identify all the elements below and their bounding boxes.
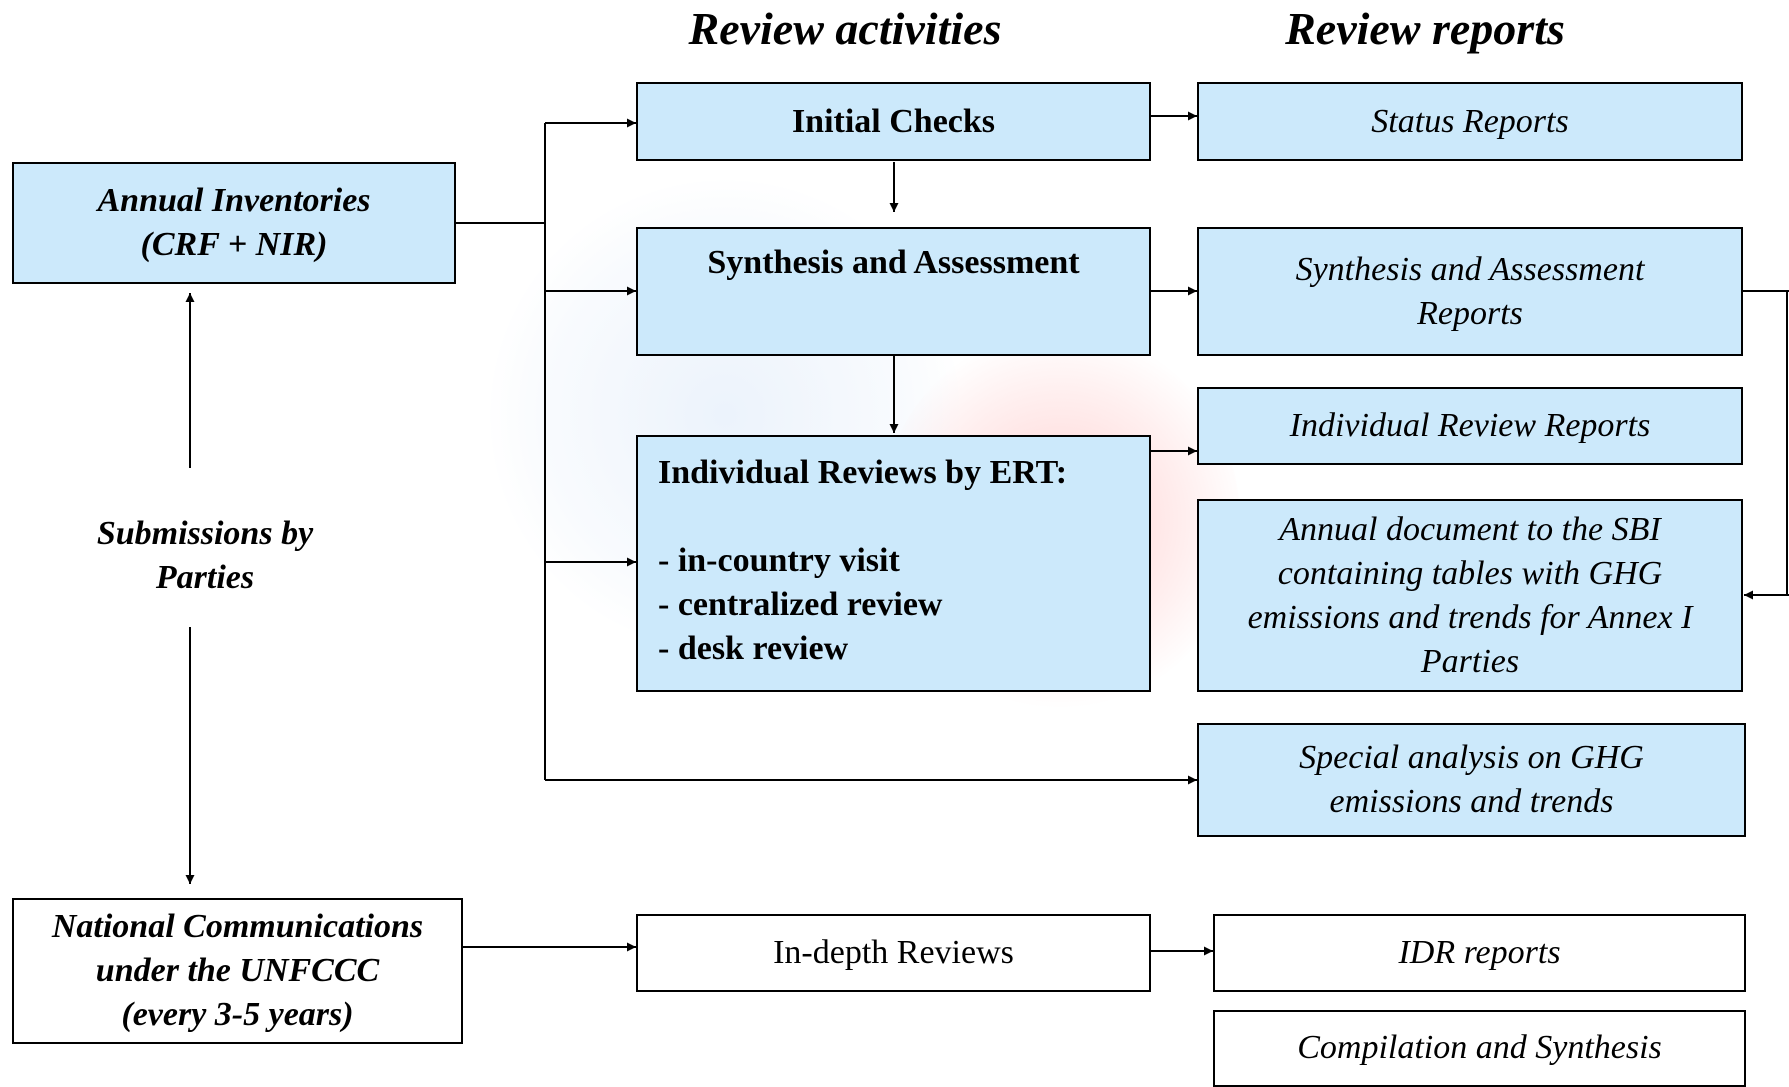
- compilation-synthesis-box: Compilation and Synthesis: [1213, 1010, 1746, 1087]
- synthesis-assessment-label: Synthesis and Assessment: [707, 244, 1080, 281]
- synthesis-reports-box: Synthesis and Assessment Reports: [1197, 227, 1743, 356]
- annual-document-line-3: emissions and trends for Annex I: [1247, 598, 1693, 636]
- annual-inventories-line-2: (CRF + NIR): [140, 226, 328, 263]
- special-analysis-line-1: Special analysis on GHG: [1299, 739, 1644, 776]
- national-communications-line-1: National Communications: [51, 908, 424, 945]
- initial-checks-label: Initial Checks: [791, 102, 996, 140]
- national-communications-line-3: (every 3-5 years): [121, 996, 354, 1033]
- idr-reports-label: IDR reports: [1398, 934, 1561, 971]
- review-type-desk: - desk review: [658, 630, 849, 667]
- national-communications-line-2: under the UNFCCC: [95, 952, 380, 989]
- special-analysis-box: Special analysis on GHG emissions and tr…: [1197, 723, 1746, 837]
- synthesis-assessment-box: Synthesis and Assessment: [636, 227, 1151, 356]
- header-review-reports: Review reports: [1285, 3, 1565, 54]
- submissions-line-2: Parties: [155, 559, 255, 596]
- spacer-line: [658, 495, 667, 539]
- annual-document-line-4: Parties: [1420, 642, 1520, 680]
- status-reports-box: Status Reports: [1197, 82, 1743, 161]
- individual-reviews-title: Individual Reviews by ERT:: [658, 454, 1068, 491]
- initial-checks-box: Initial Checks: [636, 82, 1151, 161]
- review-type-centralized: - centralized review: [658, 586, 943, 623]
- compilation-synthesis-label: Compilation and Synthesis: [1297, 1029, 1662, 1066]
- annual-document-box: Annual document to the SBI containing ta…: [1197, 499, 1743, 692]
- annual-document-line-1: Annual document to the SBI: [1279, 510, 1661, 548]
- synthesis-reports-line-2: Reports: [1417, 294, 1523, 332]
- individual-reviews-box: Individual Reviews by ERT: - in-country …: [636, 435, 1151, 692]
- annual-inventories-line-1: Annual Inventories: [97, 182, 371, 219]
- annual-inventories-box: Annual Inventories (CRF + NIR): [12, 162, 456, 284]
- individual-review-reports-box: Individual Review Reports: [1197, 387, 1743, 465]
- submissions-line-1: Submissions by: [96, 515, 314, 552]
- individual-review-reports-label: Individual Review Reports: [1289, 407, 1651, 444]
- review-type-in-country: - in-country visit: [658, 542, 900, 579]
- indepth-reviews-label: In-depth Reviews: [773, 934, 1014, 971]
- submissions-by-parties-label: Submissions by Parties: [40, 512, 370, 600]
- national-communications-box: National Communications under the UNFCCC…: [12, 898, 463, 1044]
- indepth-reviews-box: In-depth Reviews: [636, 914, 1151, 992]
- annual-document-line-2: containing tables with GHG: [1277, 554, 1663, 592]
- idr-reports-box: IDR reports: [1213, 914, 1746, 992]
- special-analysis-line-2: emissions and trends: [1329, 783, 1614, 820]
- header-review-activities: Review activities: [688, 3, 1002, 54]
- synthesis-reports-line-1: Synthesis and Assessment: [1295, 250, 1645, 288]
- status-reports-label: Status Reports: [1371, 102, 1569, 140]
